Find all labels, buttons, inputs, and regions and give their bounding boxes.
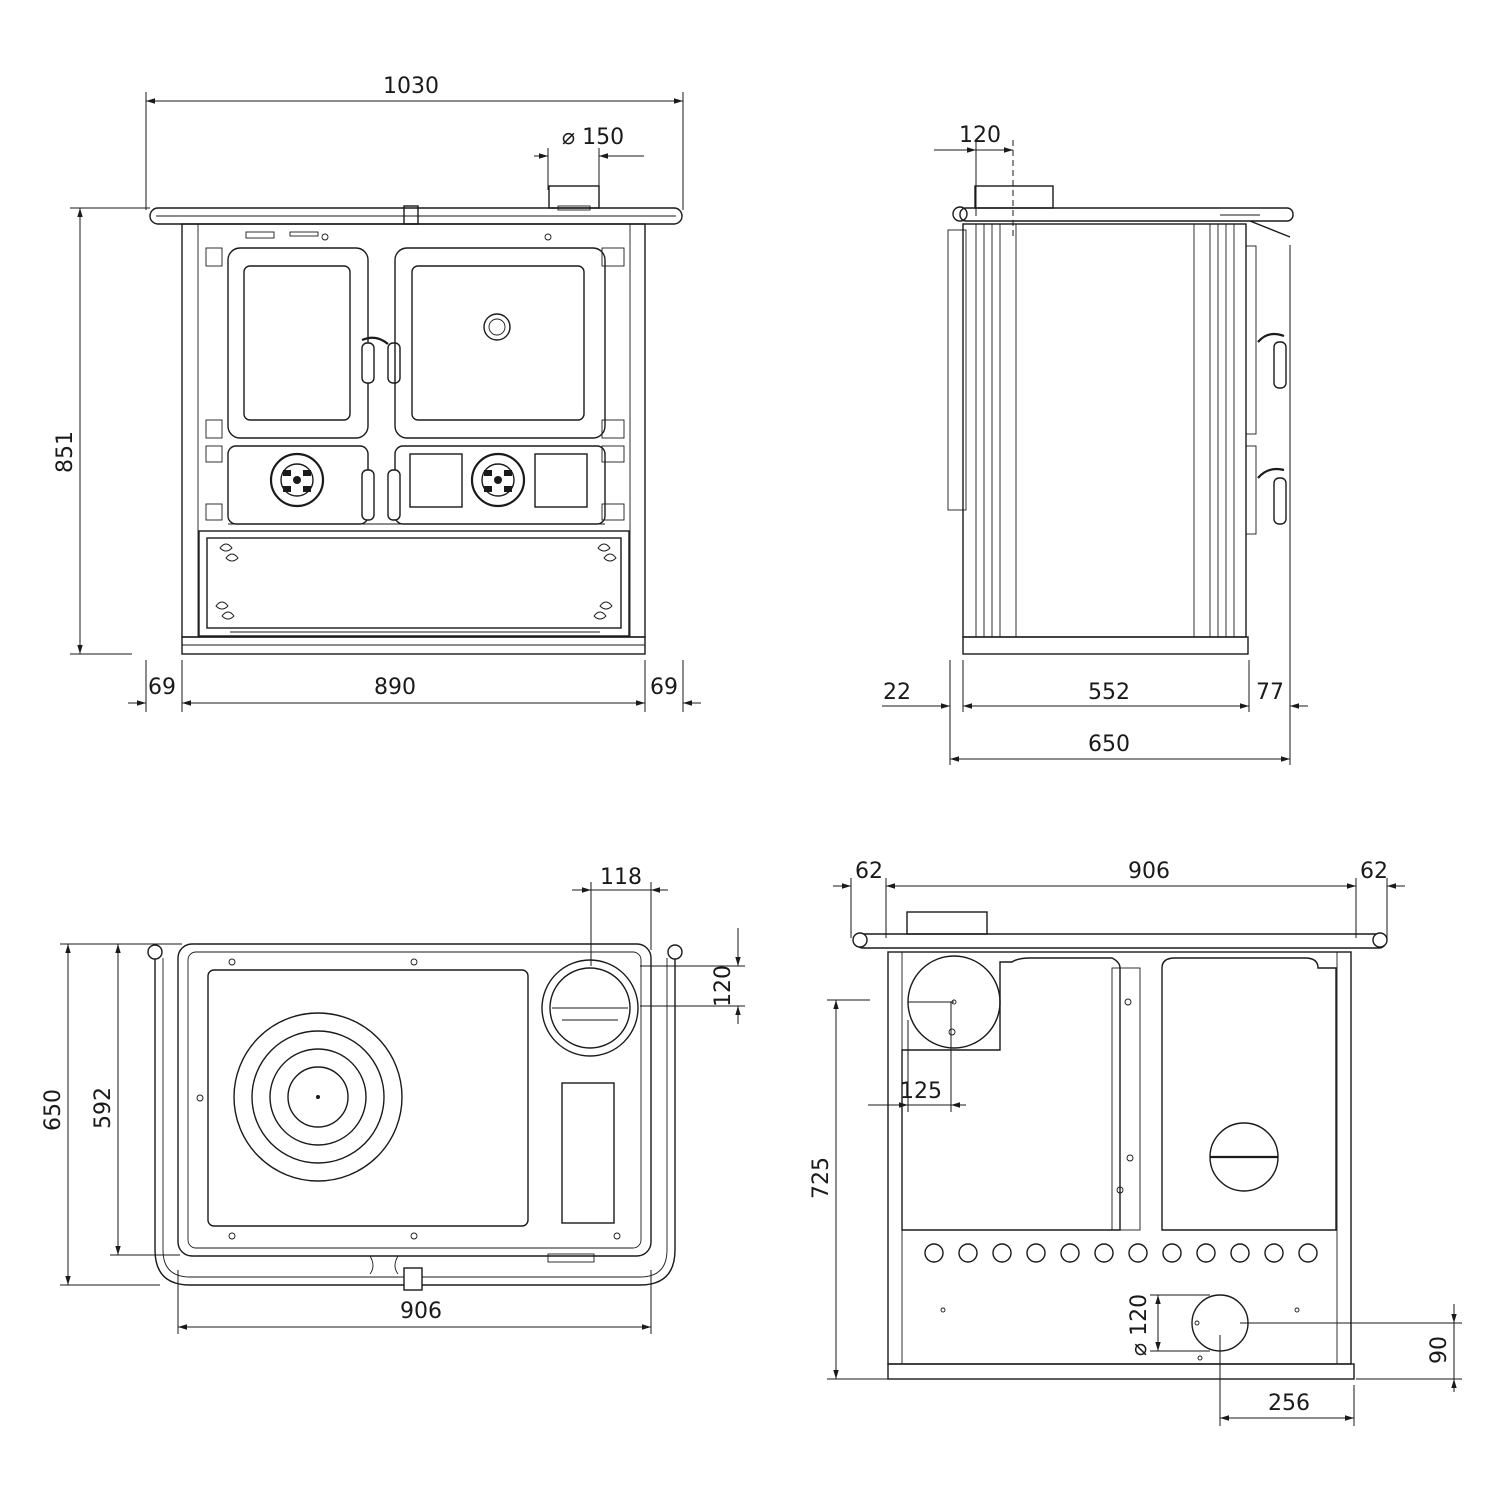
- towel-rail: [149, 205, 683, 225]
- label-air-inlet-offset: 256: [1268, 1391, 1310, 1416]
- label-rear-body-width: 906: [1128, 859, 1170, 884]
- label-overall-width: 1030: [383, 74, 439, 99]
- label-left-offset: 69: [148, 675, 176, 700]
- dimension-top-depths: 650 592: [41, 943, 182, 1286]
- firebox-door: [205, 247, 401, 439]
- rear-flue-pipe: [906, 911, 988, 935]
- dimension-rear-top: 62 906 62: [833, 859, 1405, 938]
- side-flue-pipe: [974, 185, 1054, 209]
- dimension-top-width: 906: [177, 1270, 652, 1334]
- hob-plate: [177, 943, 652, 1275]
- label-top-body-depth: 592: [91, 1087, 116, 1129]
- dimension-air-inlet-height: 90: [1240, 1304, 1462, 1392]
- dimension-height: 851: [53, 207, 150, 655]
- label-right-offset: 69: [650, 675, 678, 700]
- label-body-depth: 552: [1088, 680, 1130, 705]
- dimension-overall-width: 1030: [145, 74, 684, 210]
- vent-holes: [924, 1243, 1318, 1263]
- dimension-air-inlet-offset: 256: [1219, 1335, 1355, 1426]
- label-front-offset: 77: [1256, 680, 1284, 705]
- rear-body: [887, 951, 1355, 1380]
- label-top-flue-depth: 120: [711, 965, 736, 1007]
- side-body: [947, 223, 1287, 655]
- label-top-overall-depth: 650: [41, 1089, 66, 1131]
- flue-pipe: [548, 185, 600, 209]
- label-rear-offset: 22: [883, 680, 911, 705]
- label-height: 851: [53, 431, 78, 473]
- label-rear-height: 725: [809, 1157, 834, 1199]
- label-air-inlet-height: 90: [1427, 1336, 1452, 1364]
- dimension-side-bottom: 22 552 77 650: [882, 245, 1308, 765]
- rear-top-plate: [852, 932, 1388, 949]
- front-view: 1030 ⌀ 150 851 69 890: [53, 74, 701, 712]
- label-rear-flue-diameter: 125: [900, 1079, 942, 1104]
- label-body-width: 890: [374, 675, 416, 700]
- label-flue-diameter: ⌀ 150: [562, 125, 624, 150]
- dimension-top-flue-depth: 120: [640, 928, 745, 1024]
- cooker-body: [181, 223, 646, 655]
- top-towel-rail: [147, 944, 683, 1291]
- wood-drawer: [198, 530, 630, 637]
- label-rear-left-offset: 62: [855, 859, 883, 884]
- label-overall-depth: 650: [1088, 732, 1130, 757]
- dimension-bottom-row: 69 890 69: [128, 660, 701, 712]
- oven-door: [394, 247, 625, 439]
- side-top-plate: [952, 206, 1294, 238]
- dimension-top-flue-offset: 118: [572, 865, 668, 966]
- top-view: 118 120 650 592 906: [41, 865, 745, 1334]
- ash-drawer-row: [205, 445, 625, 525]
- label-rear-right-offset: 62: [1360, 859, 1388, 884]
- dimension-rear-flue: 125: [868, 1002, 966, 1112]
- label-top-flue-offset: 118: [600, 865, 642, 890]
- dimension-side-flue-offset: 120: [934, 123, 1014, 240]
- label-top-width: 906: [400, 1299, 442, 1324]
- dimension-air-inlet-diameter: ⌀ 120: [1127, 1294, 1210, 1356]
- label-side-flue-offset: 120: [959, 123, 1001, 148]
- rear-view: 62 906 62: [809, 859, 1462, 1426]
- dimension-flue-diameter: ⌀ 150: [534, 125, 644, 190]
- dimension-rear-height: 725: [809, 999, 888, 1380]
- label-air-inlet-diameter: ⌀ 120: [1127, 1294, 1152, 1356]
- side-view: 120: [882, 123, 1308, 765]
